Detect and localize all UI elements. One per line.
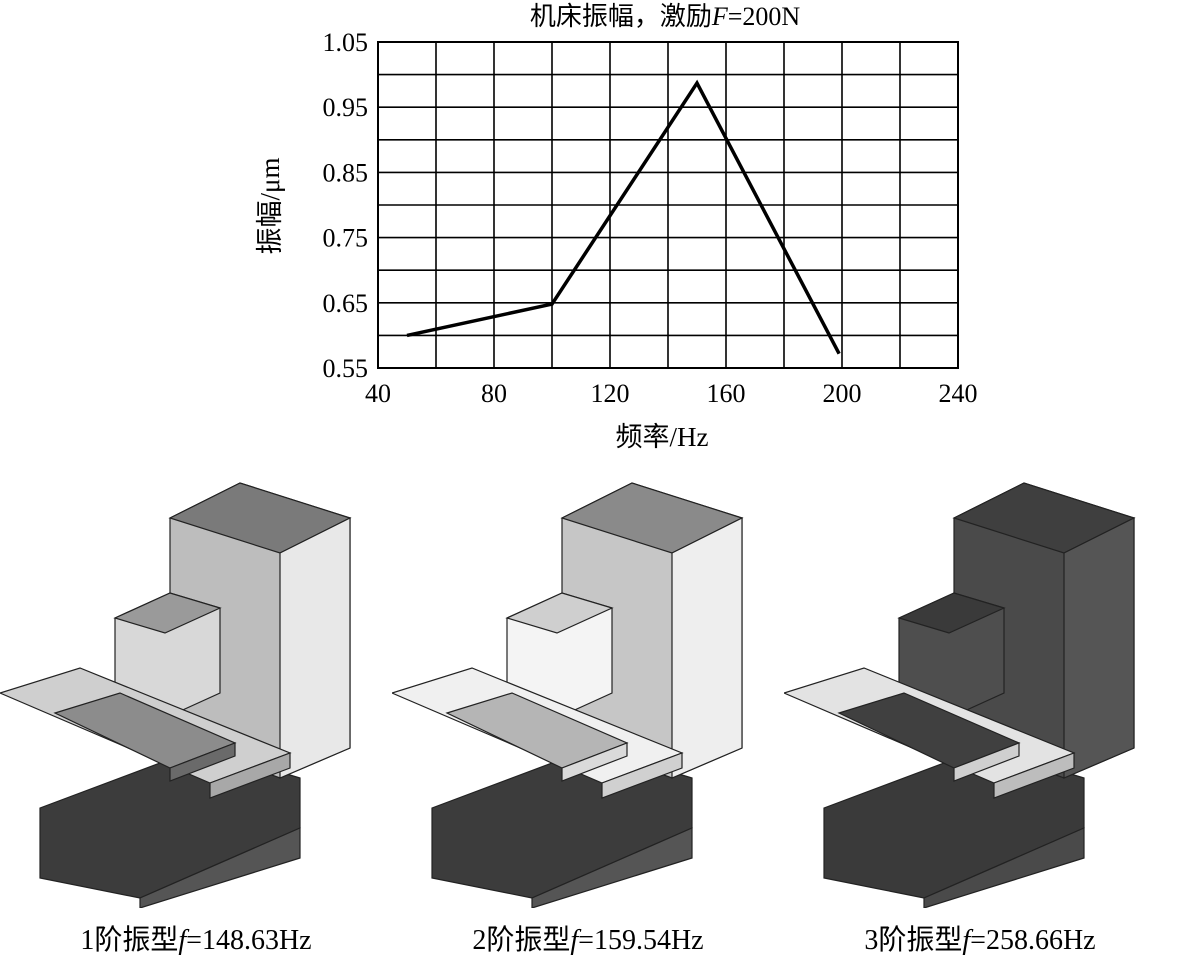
amplitude-chart: 40 80 120 160 200 240 0.55 0.65 0.75 0.85 0.95 1.0… [0,0,1177,470]
x-tick-label: 160 [707,379,746,408]
mode-shape-1-render [0,478,392,908]
mode-shape-3: 3阶振型f=258.66Hz [784,478,1176,955]
amplitude-line [407,83,839,354]
x-tick-label: 200 [823,379,862,408]
x-axis-label: 频率/Hz [616,422,709,452]
y-tick-labels: 0.55 0.65 0.75 0.85 0.95 1.05 [323,28,369,383]
mode-1-caption: 1阶振型f=148.63Hz [0,918,392,958]
mode-3-caption: 3阶振型f=258.66Hz [784,918,1176,958]
mode-shape-2-render [392,478,784,908]
chart-grid [378,42,958,368]
y-tick-label: 0.65 [323,289,369,318]
y-tick-label: 0.55 [323,354,369,383]
mode-shape-3-render [784,478,1176,908]
y-axis-label: 振幅/μm [255,158,285,255]
y-tick-label: 0.95 [323,93,369,122]
x-tick-label: 80 [481,379,507,408]
x-tick-label: 120 [591,379,630,408]
mode-shape-1: 1阶振型f=148.63Hz [0,478,392,955]
mode-shapes-row: 1阶振型f=148.63Hz 2阶振型f=159.54Hz 3阶振型f=258.… [0,478,1177,955]
x-tick-labels: 40 80 120 160 200 240 [365,379,978,408]
chart-title: 机床振幅，激励F=200N [530,2,801,31]
x-tick-label: 40 [365,379,391,408]
x-tick-label: 240 [939,379,978,408]
machine-column-side [280,518,350,778]
machine-column-side [672,518,742,778]
y-tick-label: 0.75 [323,224,369,253]
mode-shape-2: 2阶振型f=159.54Hz [392,478,784,955]
machine-column-side [1064,518,1134,778]
y-tick-label: 0.85 [323,158,369,187]
mode-2-caption: 2阶振型f=159.54Hz [392,918,784,958]
y-tick-label: 1.05 [323,28,369,57]
